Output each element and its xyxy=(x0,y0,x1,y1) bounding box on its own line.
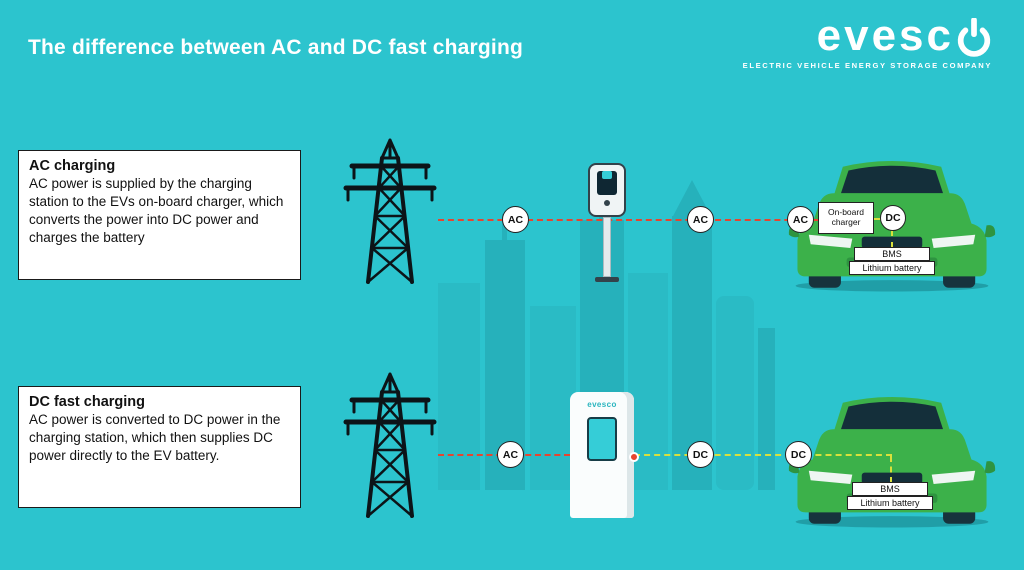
lithium-battery-label: Lithium battery xyxy=(849,261,935,275)
logo-wordmark: evesc xyxy=(816,11,954,60)
station-screen xyxy=(597,171,617,195)
ac-node: AC xyxy=(502,206,529,233)
transmission-tower-icon xyxy=(343,372,437,518)
ev-car-front xyxy=(788,397,996,528)
dc-box-title: DC fast charging xyxy=(29,394,146,410)
ac-node: AC xyxy=(787,206,814,233)
station-pole xyxy=(603,217,611,277)
ac-box-text: AC power is supplied by the charging sta… xyxy=(29,176,284,245)
ac-power-line xyxy=(438,219,820,221)
lithium-battery-label: Lithium battery xyxy=(847,496,933,510)
power-icon xyxy=(957,17,991,57)
dc-node: DC xyxy=(880,205,906,231)
ac-node: AC xyxy=(687,206,714,233)
dc-info-box: DC fast charging AC power is converted t… xyxy=(18,386,301,508)
dc-node: DC xyxy=(687,441,714,468)
ev-car-front xyxy=(788,161,996,292)
station-button xyxy=(604,200,610,206)
bms-label: BMS xyxy=(852,482,928,496)
dc-node: DC xyxy=(785,441,812,468)
onboard-charger-label: On-board charger xyxy=(818,202,874,234)
ac-node: AC xyxy=(497,441,524,468)
ac-box-title: AC charging xyxy=(29,158,116,174)
transmission-tower-icon xyxy=(343,138,437,284)
dc-power-line xyxy=(634,454,892,456)
evesco-logo: evesc ELECTRIC VEHICLE ENERGY STORAGE CO… xyxy=(742,11,992,71)
ac-charging-station xyxy=(588,163,626,282)
dc-box-text: AC power is converted to DC power in the… xyxy=(29,412,281,463)
station-brand: evesco xyxy=(587,400,617,409)
dc-to-bms-line xyxy=(891,230,893,248)
onboard-to-dc-line xyxy=(871,218,881,220)
station-head xyxy=(588,163,626,217)
dc-charging-station: evesco xyxy=(570,392,639,518)
ac-info-box: AC charging AC power is supplied by the … xyxy=(18,150,301,280)
station-base xyxy=(595,277,619,282)
station-screen-display xyxy=(602,171,612,179)
charging-cable-port xyxy=(629,452,639,462)
page-title: The difference between AC and DC fast ch… xyxy=(28,36,523,59)
station-screen xyxy=(587,417,617,461)
dc-to-bms-line xyxy=(890,456,892,483)
bms-label: BMS xyxy=(854,247,930,261)
logo-tagline: ELECTRIC VEHICLE ENERGY STORAGE COMPANY xyxy=(742,61,992,70)
